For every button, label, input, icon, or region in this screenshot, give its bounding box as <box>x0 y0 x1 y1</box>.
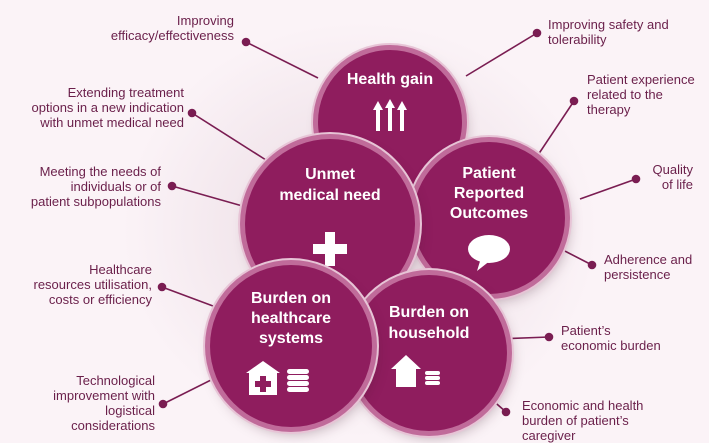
annotation-efficacy-line1: Improving <box>176 13 234 28</box>
connector-dot-quality-of-life <box>631 174 641 184</box>
annotation-safety-line2: tolerability <box>548 32 607 47</box>
annotation-safety: Improving safety and tolerability <box>548 17 669 47</box>
plus-icon <box>313 232 347 266</box>
annotation-technological-line3: logistical <box>105 403 155 418</box>
annotation-technological-line4: considerations <box>71 418 155 433</box>
annotation-efficacy-line2: efficacy/effectiveness <box>110 28 234 43</box>
annotation-quality-of-life-line2: of life <box>661 177 693 192</box>
annotation-subpopulations-line3: patient subpopulations <box>30 194 161 209</box>
unmet-title-line1: Unmet <box>305 166 355 183</box>
annotation-economic-burden-line2: economic burden <box>561 338 661 353</box>
pro-title-line1: Patient <box>462 165 516 182</box>
speech-bubble-icon <box>468 235 510 271</box>
connector-dot-new-indication <box>187 108 197 118</box>
circle-patient-reported-outcomes: Patient Reported Outcomes <box>413 142 565 294</box>
circle-burden-on-healthcare-systems: Burden on healthcare systems <box>210 265 372 427</box>
annotation-new-indication-line1: Extending treatment <box>67 85 184 100</box>
connector-dot-subpopulations <box>167 181 177 191</box>
annotation-economic-burden: Patient’s economic burden <box>561 323 661 353</box>
annotation-caregiver-line2: burden of patient’s <box>522 413 629 428</box>
annotation-technological: Technological improvement with logistica… <box>53 373 155 433</box>
annotation-new-indication-line2: options in a new indication <box>31 100 185 115</box>
household-title-line2: household <box>388 325 470 342</box>
connector-adherence <box>556 246 593 266</box>
house-coins-icon <box>391 355 440 387</box>
circle-burden-on-household: Burden on household <box>351 275 507 431</box>
connector-dot-adherence <box>587 260 597 270</box>
connector-subpopulations <box>171 185 247 208</box>
annotation-adherence-line2: persistence <box>604 267 671 282</box>
annotation-patient-experience-line3: therapy <box>587 102 631 117</box>
annotation-adherence: Adherence and persistence <box>604 252 692 282</box>
household-title-line1: Burden on <box>389 304 469 321</box>
annotation-patient-experience: Patient experience related to the therap… <box>587 72 695 117</box>
annotation-efficacy: Improving efficacy/effectiveness <box>111 13 234 43</box>
hospital-coins-icon <box>246 361 309 395</box>
upward-arrows-icon <box>373 99 407 131</box>
annotation-quality-of-life-line1: Quality <box>652 162 693 177</box>
annotation-economic-burden-line1: Patient’s <box>561 323 611 338</box>
connector-quality-of-life <box>579 178 637 200</box>
annotation-subpopulations-line1: Meeting the needs of <box>39 164 161 179</box>
pro-title-line2: Reported <box>453 185 525 202</box>
annotation-resources-line3: costs or efficiency <box>48 292 152 307</box>
annotation-caregiver-line1: Economic and health <box>522 398 644 413</box>
connector-safety <box>465 32 538 77</box>
annotation-adherence-line1: Adherence and <box>604 252 693 267</box>
connector-patient-experience <box>537 100 575 156</box>
connector-technological <box>162 377 216 405</box>
annotation-resources: Healthcare resources utilisation, costs … <box>34 262 153 307</box>
annotation-safety-line1: Improving safety and <box>548 17 669 32</box>
annotation-subpopulations-line2: individuals or of <box>70 179 161 194</box>
connector-dot-patient-experience <box>569 96 579 106</box>
annotation-patient-experience-line1: Patient experience <box>587 72 695 87</box>
annotation-patient-experience-line2: related to the <box>587 87 663 102</box>
connector-dot-technological <box>158 399 168 409</box>
hcs-title-line1: Burden on <box>251 290 331 307</box>
annotation-resources-line1: Healthcare <box>89 262 152 277</box>
annotation-caregiver-line3: caregiver <box>522 428 576 443</box>
annotation-subpopulations: Meeting the needs of individuals or of p… <box>31 164 161 209</box>
connector-dot-efficacy <box>241 37 251 47</box>
annotation-resources-line2: resources utilisation, <box>33 277 153 292</box>
connector-new-indication <box>191 112 267 161</box>
hcs-title-line3: systems <box>258 330 324 347</box>
annotation-caregiver: Economic and health burden of patient’s … <box>522 398 643 443</box>
annotation-technological-line1: Technological <box>76 373 155 388</box>
connector-dot-resources <box>157 282 167 292</box>
health-gain-title: Health gain <box>346 71 434 88</box>
connector-dot-caregiver <box>501 407 511 417</box>
connector-resources <box>161 286 214 307</box>
connector-efficacy <box>245 41 319 79</box>
annotation-quality-of-life: Quality of life <box>653 162 693 192</box>
connector-dot-economic-burden <box>544 332 554 342</box>
hcs-title-line2: healthcare <box>250 310 332 327</box>
unmet-title-line2: medical need <box>279 187 381 204</box>
connector-dot-safety <box>532 28 542 38</box>
annotation-new-indication-line3: with unmet medical need <box>40 115 184 130</box>
annotation-technological-line2: improvement with <box>53 388 155 403</box>
pro-title-line3: Outcomes <box>449 205 529 222</box>
annotation-new-indication: Extending treatment options in a new ind… <box>32 85 185 130</box>
